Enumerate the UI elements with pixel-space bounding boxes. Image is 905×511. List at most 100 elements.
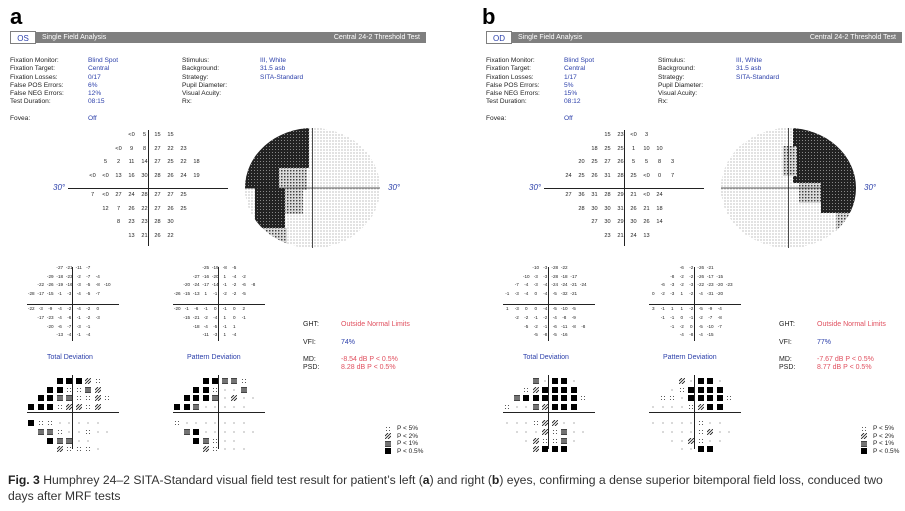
total-deviation-title: Total Deviation — [523, 354, 569, 361]
legend-symbol — [384, 432, 392, 440]
deviation-value: -16 — [560, 332, 568, 338]
deviation-value: -1 — [660, 306, 665, 311]
deviation-value: -20 — [173, 306, 181, 311]
probability-symbol — [687, 431, 695, 444]
probability-symbol — [669, 431, 675, 442]
probability-symbol — [193, 397, 200, 411]
probability-symbol — [95, 413, 101, 424]
probability-symbol — [726, 388, 732, 401]
probability-symbol — [697, 371, 704, 384]
probability-symbol — [688, 413, 694, 424]
threshold-value: 5 — [103, 159, 108, 165]
deviation-value: -7 — [708, 314, 713, 320]
probability-symbol — [222, 422, 228, 433]
threshold-value: 23 — [128, 219, 135, 225]
probability-symbol — [514, 422, 520, 433]
probability-symbol — [212, 413, 218, 424]
probability-symbol — [76, 439, 82, 452]
deviation-value: -2 — [689, 264, 694, 270]
info-label: Fixation Losses: — [10, 73, 58, 81]
threshold-value: 14 — [141, 159, 148, 165]
deviation-value: -28 — [551, 273, 559, 279]
deviation-value: -21 — [570, 282, 578, 288]
info-row: Fixation Monitor:Blind Spot — [486, 57, 646, 65]
threshold-value: 25 — [167, 159, 174, 165]
threshold-value: 7 — [90, 192, 95, 198]
threshold-value: 25 — [180, 205, 187, 212]
threshold-value: 12 — [102, 205, 109, 212]
threshold-value: 26 — [167, 205, 174, 212]
legend-row: P < 0.5% — [861, 448, 905, 456]
threshold-value: 26 — [128, 205, 135, 212]
probability-symbol — [679, 439, 685, 450]
probability-symbol — [222, 431, 228, 442]
legend-row: P < 2% — [384, 432, 440, 441]
info-label: Background: — [658, 65, 696, 73]
deviation-value: -3 — [38, 306, 43, 311]
legend-label: P < 1% — [397, 440, 419, 447]
threshold-value: 15 — [167, 132, 174, 138]
deviation-value: 1 — [505, 306, 509, 311]
deviation-value: -4 — [76, 291, 81, 297]
caption-a: a — [422, 473, 430, 487]
info-label: Rx: — [658, 98, 668, 106]
threshold-value: 30 — [630, 219, 637, 225]
deviation-value: -4 — [86, 332, 91, 338]
deviation-value: -32 — [560, 291, 568, 297]
info-label: Background: — [182, 65, 220, 73]
probability-symbol — [66, 422, 72, 433]
probability-symbol — [561, 388, 568, 402]
probability-symbol — [56, 380, 63, 393]
probability-symbol — [66, 431, 73, 444]
probability-symbol — [541, 422, 549, 436]
threshold-value: 9 — [129, 145, 134, 152]
probability-symbol — [28, 413, 35, 426]
probability-symbol — [717, 413, 723, 424]
total-deviation-values-horizontal-axis — [503, 304, 595, 305]
probability-symbol — [250, 422, 256, 433]
info-label: Visual Acuity: — [182, 90, 222, 98]
deviation-value: -3 — [670, 291, 675, 297]
deviation-value: -2 — [86, 306, 91, 311]
probability-symbol — [57, 422, 63, 434]
threshold-value: <0 — [89, 172, 96, 179]
panel-label: b — [482, 4, 496, 29]
threshold-value: 28 — [154, 172, 161, 179]
deviation-value: -5 — [524, 323, 529, 329]
probability-symbol — [532, 439, 540, 453]
deviation-value: 0 — [96, 306, 100, 311]
threshold-value: 13 — [128, 232, 135, 239]
probability-symbol — [669, 397, 675, 408]
deviation-value: -7 — [717, 323, 722, 329]
threshold-value: 28 — [154, 219, 161, 225]
info-value: SITA-Standard — [736, 73, 780, 81]
psd-value: 8.28 dB P < 0.5% — [341, 364, 396, 371]
probability-symbol — [532, 397, 539, 411]
deviation-value: -1 — [533, 314, 538, 320]
threshold-value: 28 — [578, 205, 585, 212]
info-value: III, White — [260, 57, 287, 64]
threshold-value: 25 — [591, 159, 598, 165]
eye-badge: OD — [486, 31, 512, 44]
deviation-value: -18 — [192, 323, 200, 329]
deviation-value: -15 — [46, 291, 54, 297]
deviation-value: -8 — [543, 332, 548, 338]
degree-label-right: 30° — [388, 183, 401, 192]
legend-symbol — [385, 440, 391, 447]
threshold-value: <0 — [102, 172, 109, 179]
probability-symbol — [231, 422, 237, 433]
legend-label: P < 0.5% — [397, 447, 424, 455]
md-value: -8.54 dB P < 0.5% — [341, 356, 398, 363]
legend-label: P < 2% — [397, 432, 419, 440]
total-deviation-values-vertical-axis — [548, 267, 549, 341]
probability-symbol — [76, 431, 82, 442]
deviation-value: -5 — [552, 332, 557, 338]
deviation-value: -1 — [86, 323, 91, 329]
probability-symbol — [95, 371, 101, 383]
deviation-value: -4 — [543, 282, 548, 288]
deviation-value: -2 — [67, 306, 72, 311]
info-label: False POS Errors: — [486, 81, 540, 89]
legend-row: P < 5% — [861, 425, 905, 433]
deviation-value: -8 — [222, 264, 227, 270]
probability-symbol — [678, 371, 686, 385]
